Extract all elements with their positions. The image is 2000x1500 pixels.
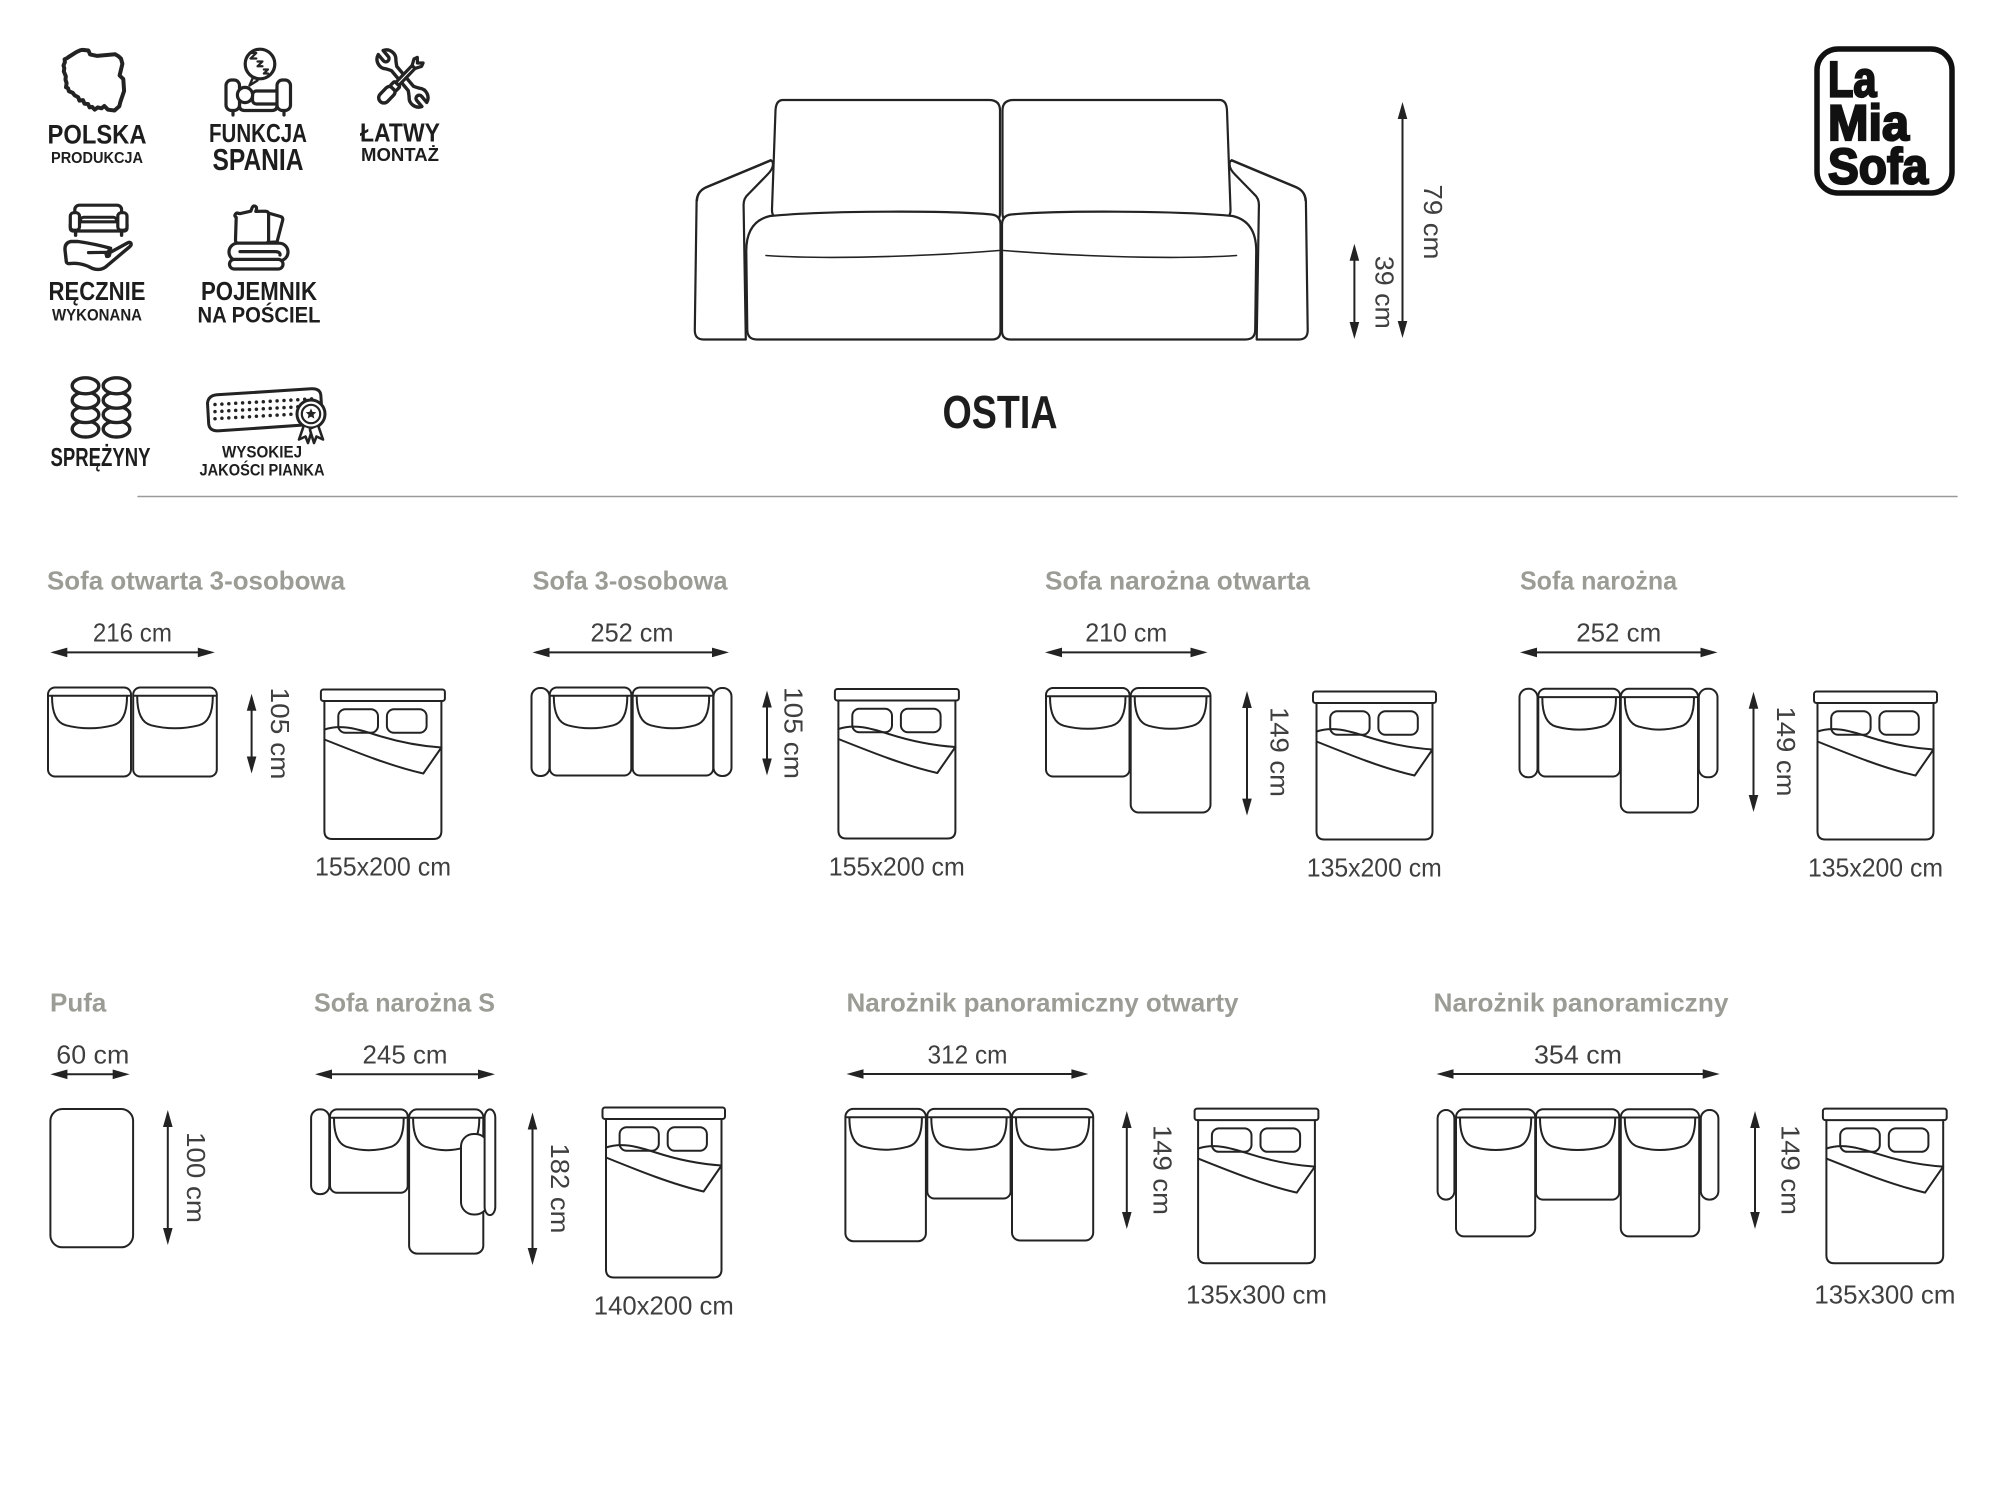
svg-text:79 cm: 79 cm: [1418, 185, 1448, 260]
svg-text:Narożnik panoramiczny: Narożnik panoramiczny: [1434, 988, 1730, 1018]
svg-text:JAKOŚCI PIANKA: JAKOŚCI PIANKA: [200, 461, 325, 480]
svg-text:Sofa otwarta 3-osobowa: Sofa otwarta 3-osobowa: [47, 566, 346, 596]
svg-text:182 cm: 182 cm: [545, 1144, 575, 1234]
svg-text:NA POŚCIEL: NA POŚCIEL: [198, 303, 321, 328]
svg-text:Narożnik panoramiczny otwarty: Narożnik panoramiczny otwarty: [847, 988, 1240, 1018]
svg-text:216 cm: 216 cm: [93, 618, 172, 648]
svg-text:SPRĘŻYNY: SPRĘŻYNY: [51, 442, 151, 472]
svg-text:155x200 cm: 155x200 cm: [315, 852, 451, 882]
svg-text:SPANIA: SPANIA: [213, 143, 304, 177]
svg-text:RĘCZNIE: RĘCZNIE: [49, 276, 146, 306]
svg-text:ŁATWY: ŁATWY: [360, 118, 440, 148]
svg-text:252 cm: 252 cm: [591, 618, 674, 648]
svg-text:Sofa narożna: Sofa narożna: [1520, 566, 1678, 596]
svg-text:149 cm: 149 cm: [1771, 707, 1801, 797]
svg-text:POLSKA: POLSKA: [48, 120, 147, 150]
svg-text:149 cm: 149 cm: [1776, 1125, 1806, 1215]
svg-text:155x200 cm: 155x200 cm: [829, 852, 965, 882]
svg-text:105 cm: 105 cm: [779, 687, 809, 779]
svg-text:POJEMNIK: POJEMNIK: [201, 276, 317, 306]
svg-text:PRODUKCJA: PRODUKCJA: [51, 150, 143, 167]
svg-text:Sofa narożna otwarta: Sofa narożna otwarta: [1045, 566, 1311, 596]
svg-text:OSTIA: OSTIA: [943, 386, 1058, 438]
svg-text:135x300 cm: 135x300 cm: [1814, 1280, 1955, 1310]
svg-text:140x200 cm: 140x200 cm: [594, 1291, 734, 1321]
svg-text:FUNKCJA: FUNKCJA: [209, 118, 307, 148]
svg-text:210 cm: 210 cm: [1085, 618, 1167, 648]
svg-text:252 cm: 252 cm: [1576, 618, 1661, 648]
svg-text:135x300 cm: 135x300 cm: [1186, 1280, 1327, 1310]
svg-text:60 cm: 60 cm: [56, 1040, 129, 1070]
svg-text:312 cm: 312 cm: [928, 1040, 1008, 1070]
svg-text:WYSOKIEJ: WYSOKIEJ: [222, 443, 302, 462]
svg-text:149 cm: 149 cm: [1147, 1125, 1177, 1215]
svg-text:245 cm: 245 cm: [363, 1040, 448, 1070]
svg-text:Pufa: Pufa: [50, 988, 107, 1018]
svg-text:Sofa: Sofa: [1828, 139, 1929, 195]
svg-text:MONTAŻ: MONTAŻ: [361, 145, 439, 165]
svg-text:135x200 cm: 135x200 cm: [1808, 853, 1943, 883]
svg-text:135x200 cm: 135x200 cm: [1307, 853, 1442, 883]
svg-text:149 cm: 149 cm: [1265, 707, 1295, 797]
svg-text:100 cm: 100 cm: [181, 1132, 211, 1223]
svg-text:WYKONANA: WYKONANA: [52, 306, 142, 325]
svg-text:Sofa narożna S: Sofa narożna S: [314, 988, 495, 1018]
svg-text:Mia: Mia: [1828, 95, 1910, 151]
svg-text:Sofa 3-osobowa: Sofa 3-osobowa: [533, 566, 729, 596]
svg-text:La: La: [1828, 52, 1877, 108]
svg-text:354 cm: 354 cm: [1534, 1040, 1622, 1070]
svg-text:39 cm: 39 cm: [1370, 256, 1400, 329]
svg-text:105 cm: 105 cm: [265, 688, 295, 780]
